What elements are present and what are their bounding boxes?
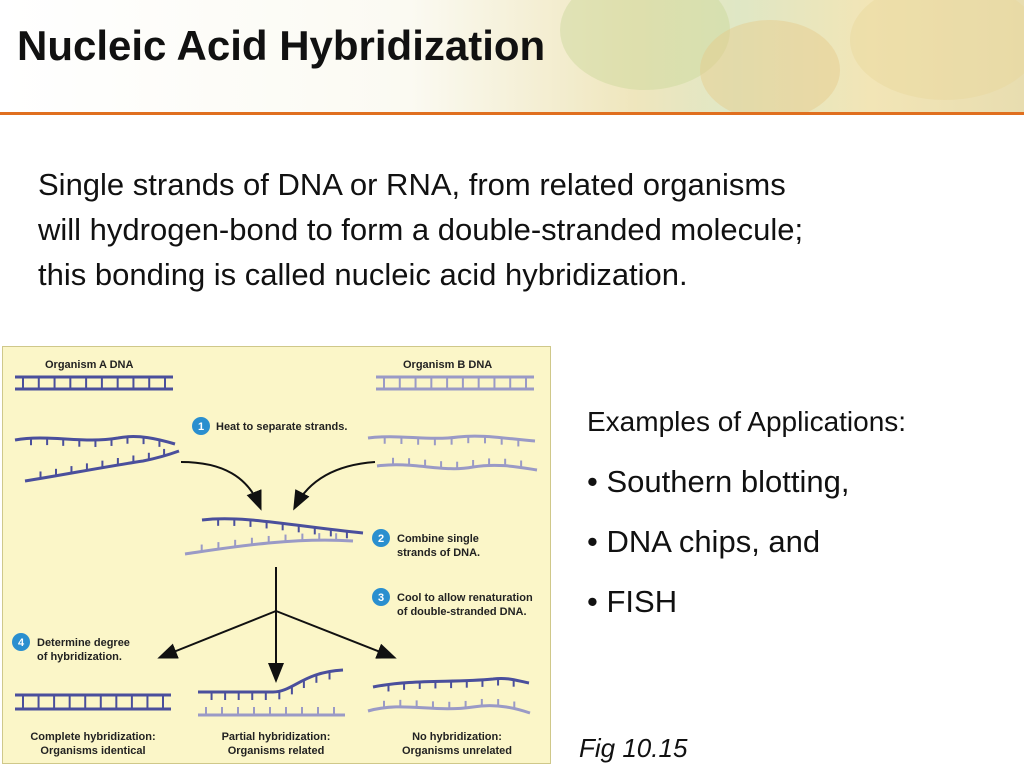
step-1: 1 Heat to separate strands. bbox=[192, 417, 347, 435]
application-item: • DNA chips, and bbox=[587, 524, 821, 559]
step-4-number: 4 bbox=[18, 637, 25, 649]
step-4: 4 Determine degree of hybridization. bbox=[12, 633, 130, 663]
outcome-none-subtitle: Organisms unrelated bbox=[402, 745, 512, 757]
strand-bases bbox=[30, 436, 523, 479]
arrow-b-to-combine bbox=[293, 461, 376, 511]
arrow-to-none bbox=[275, 610, 397, 659]
slide-title: Nucleic Acid Hybridization bbox=[17, 22, 546, 69]
step-4-text: of hybridization. bbox=[37, 651, 122, 663]
organism-a-label: Organism A DNA bbox=[45, 359, 133, 371]
step-1-text: Heat to separate strands. bbox=[216, 421, 347, 433]
unpaired-bases bbox=[383, 678, 516, 709]
step-3-number: 3 bbox=[378, 592, 384, 604]
outcome-complete-title: Complete hybridization: bbox=[30, 731, 155, 743]
header-band bbox=[0, 0, 1024, 112]
outcome-complete-subtitle: Organisms identical bbox=[40, 745, 145, 757]
step-3: 3 Cool to allow renaturation of double-s… bbox=[372, 588, 533, 618]
unpaired-strand-b bbox=[367, 704, 531, 715]
step-3-text: of double-stranded DNA. bbox=[397, 606, 527, 618]
combined-strand-a bbox=[201, 517, 364, 535]
unpaired-strand-a bbox=[372, 677, 530, 689]
outcome-complete-duplex bbox=[15, 693, 171, 711]
application-item: • Southern blotting, bbox=[587, 464, 850, 499]
application-item: • FISH bbox=[587, 584, 678, 619]
header-decoration bbox=[850, 0, 1024, 100]
arrow-a-to-combine bbox=[180, 461, 262, 511]
applications-heading: Examples of Applications: bbox=[587, 406, 907, 437]
strand-a-top bbox=[14, 435, 176, 446]
outcome-partial-title: Partial hybridization: bbox=[222, 731, 331, 743]
step-2: 2 Combine single strands of DNA. bbox=[372, 529, 480, 559]
step-2-number: 2 bbox=[378, 533, 384, 545]
header-decoration bbox=[700, 20, 840, 112]
title-rule bbox=[0, 112, 1024, 115]
figure-caption: Fig 10.15 bbox=[579, 733, 688, 763]
organism-b-double-strand bbox=[376, 375, 534, 391]
partial-bases bbox=[205, 671, 335, 715]
step-2-text: strands of DNA. bbox=[397, 547, 480, 559]
hybridization-figure: Organism A DNA Organism B DNA 1 Heat to … bbox=[2, 346, 551, 764]
strand-a-bottom bbox=[24, 449, 180, 483]
step-4-text: Determine degree bbox=[37, 637, 130, 649]
combined-bases bbox=[200, 518, 348, 552]
strand-b-bottom bbox=[376, 463, 538, 472]
intro-line: Single strands of DNA or RNA, from relat… bbox=[38, 167, 786, 202]
intro-line: this bonding is called nucleic acid hybr… bbox=[38, 257, 688, 292]
organism-b-label: Organism B DNA bbox=[403, 359, 492, 371]
step-2-text: Combine single bbox=[397, 533, 479, 545]
partial-strand-a bbox=[198, 668, 344, 694]
hybridization-diagram: Organism A DNA Organism B DNA 1 Heat to … bbox=[12, 359, 538, 757]
strand-b-top bbox=[367, 434, 536, 443]
intro-line: will hydrogen-bond to form a double-stra… bbox=[38, 212, 804, 247]
outcome-none-title: No hybridization: bbox=[412, 731, 502, 743]
step-3-text: Cool to allow renaturation bbox=[397, 592, 533, 604]
organism-a-double-strand bbox=[15, 375, 173, 391]
intro-text: Single strands of DNA or RNA, from relat… bbox=[38, 162, 998, 297]
arrow-to-complete bbox=[157, 610, 277, 659]
step-1-number: 1 bbox=[198, 421, 204, 433]
outcome-partial-subtitle: Organisms related bbox=[228, 745, 325, 757]
